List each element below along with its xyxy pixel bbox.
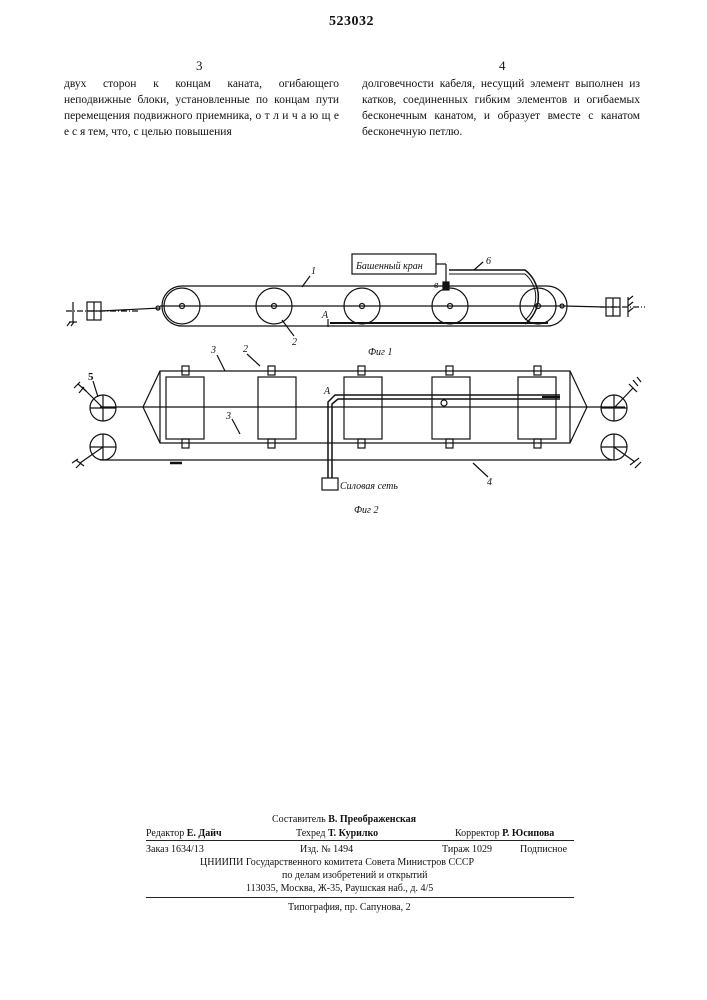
fig1-label-6: 6 xyxy=(486,256,491,267)
corrector-name: Р. Юсипова xyxy=(502,828,554,839)
fig1-label-A: А xyxy=(321,310,329,321)
fig2-label-4: 4 xyxy=(487,477,492,488)
order-number: Заказ 1634/13 xyxy=(146,843,204,856)
compiler-name: В. Преображенская xyxy=(328,814,416,825)
crane-box-label: Башенный кран xyxy=(355,261,423,272)
techred-label: Техред xyxy=(296,828,325,839)
editor-label: Редактор xyxy=(146,828,184,839)
fig2-caption: Фиг 2 xyxy=(354,505,378,516)
fig1-caption: Фиг 1 xyxy=(368,347,392,358)
org-line-2: по делам изобретений и открытий xyxy=(282,869,428,882)
fig2-label-2: 2 xyxy=(243,344,248,355)
fig1-label-1: 1 xyxy=(311,266,316,277)
editor-line: Редактор Е. Дайч xyxy=(146,827,222,840)
podpisnoe: Подписное xyxy=(520,843,567,856)
fig2-label-5: 5 xyxy=(88,371,94,383)
footer-divider-1 xyxy=(146,840,574,841)
corrector-label: Корректор xyxy=(455,828,500,839)
izd-number: Изд. № 1494 xyxy=(300,843,353,856)
fig1-label-B: в xyxy=(434,280,439,291)
org-line-1: ЦНИИПИ Государственного комитета Совета … xyxy=(200,856,474,869)
fig1-label-2: 2 xyxy=(292,337,297,348)
techred-line: Техред Т. Курилко xyxy=(296,827,378,840)
fig2-label-A: А xyxy=(323,386,331,397)
tirazh: Тираж 1029 xyxy=(442,843,492,856)
compiler-line: Составитель В. Преображенская xyxy=(272,813,416,826)
fig2-label-3b: 3 xyxy=(225,411,231,422)
org-line-3: 113035, Москва, Ж-35, Раушская наб., д. … xyxy=(246,882,433,895)
footer-divider-2 xyxy=(146,897,574,898)
figure-2-drawing xyxy=(72,354,641,490)
editor-name: Е. Дайч xyxy=(187,828,222,839)
corrector-line: Корректор Р. Юсипова xyxy=(455,827,554,840)
typography-line: Типография, пр. Сапунова, 2 xyxy=(288,901,411,914)
compiler-label: Составитель xyxy=(272,814,326,825)
fig2-label-3a: 3 xyxy=(210,345,216,356)
techred-name: Т. Курилко xyxy=(328,828,378,839)
power-network-label: Силовая сеть xyxy=(340,481,398,492)
